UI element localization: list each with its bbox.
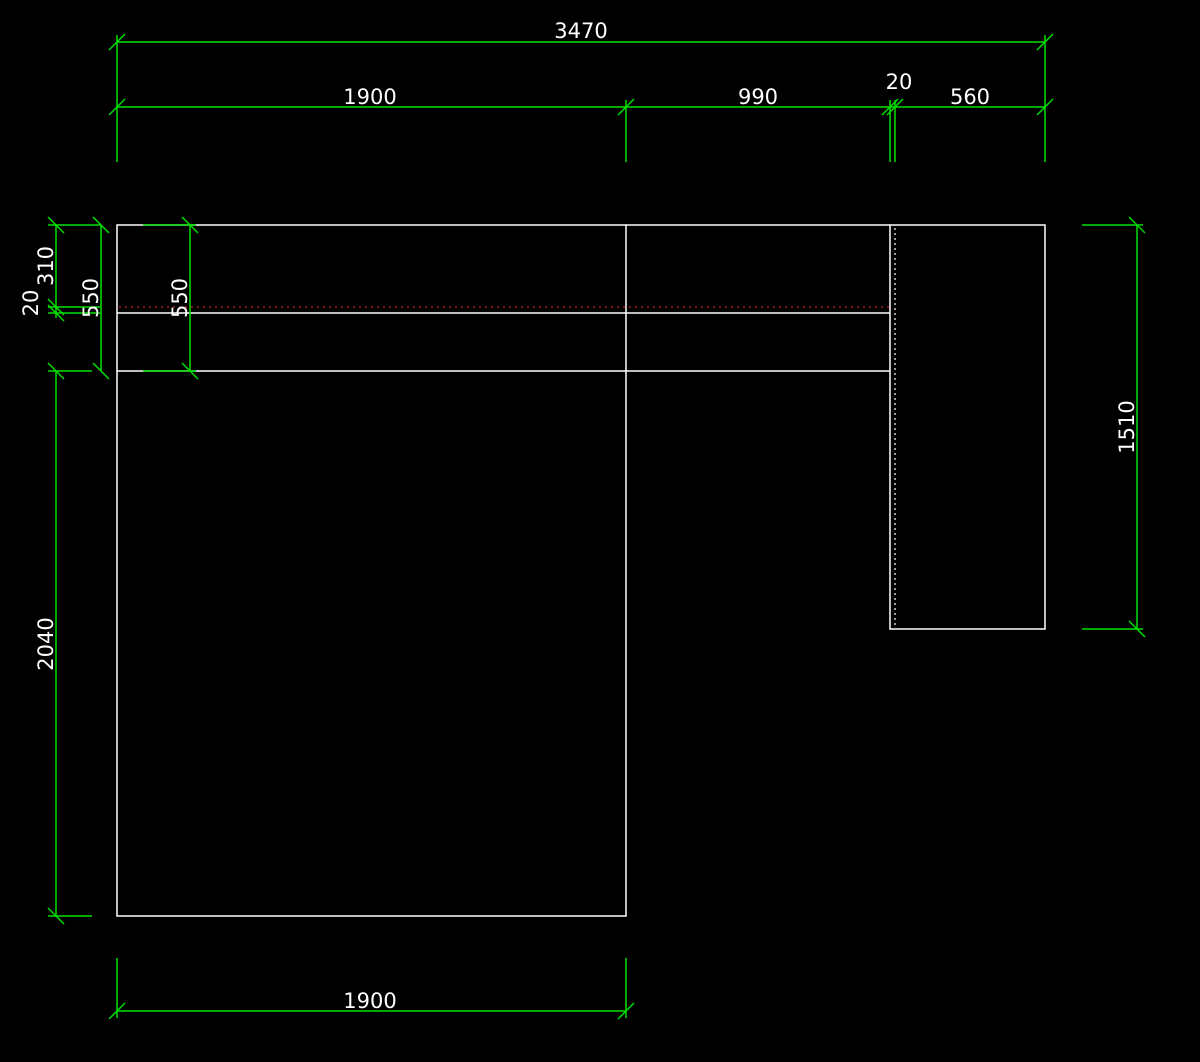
dim-text-top-310: 310 bbox=[34, 246, 58, 286]
dim-row-segments: 1900 990 20 560 bbox=[108, 70, 1054, 162]
dim-top-left-small: 310 20 bbox=[19, 216, 100, 322]
dim-text-right-width: 560 bbox=[950, 85, 990, 109]
dim-text-overall-width: 3470 bbox=[554, 19, 607, 43]
dimension-layer: 3470 1900 990 20 560 bbox=[19, 19, 1146, 1020]
left-main-block bbox=[116, 224, 627, 917]
dim-text-left-height: 2040 bbox=[34, 617, 58, 670]
dim-overall-width: 3470 bbox=[108, 19, 1054, 100]
dim-text-top-20: 20 bbox=[19, 290, 43, 317]
right-block bbox=[889, 224, 1046, 630]
dim-text-gap-width: 20 bbox=[886, 70, 913, 94]
dim-text-middle-width: 990 bbox=[738, 85, 778, 109]
dim-text-top-550-inner: 550 bbox=[168, 278, 192, 318]
dim-top-550-inner: 550 bbox=[143, 216, 199, 380]
dim-text-left-width: 1900 bbox=[343, 85, 396, 109]
dim-top-550-outer: 550 bbox=[79, 216, 110, 380]
dim-left-height: 2040 bbox=[34, 362, 92, 925]
dim-bottom-width: 1900 bbox=[108, 958, 635, 1020]
dim-right-height: 1510 bbox=[1082, 216, 1146, 638]
dim-text-bottom-width: 1900 bbox=[343, 989, 396, 1013]
dim-text-right-height: 1510 bbox=[1115, 400, 1139, 453]
dim-text-top-550-outer: 550 bbox=[79, 278, 103, 318]
geometry-layer bbox=[116, 224, 1046, 917]
